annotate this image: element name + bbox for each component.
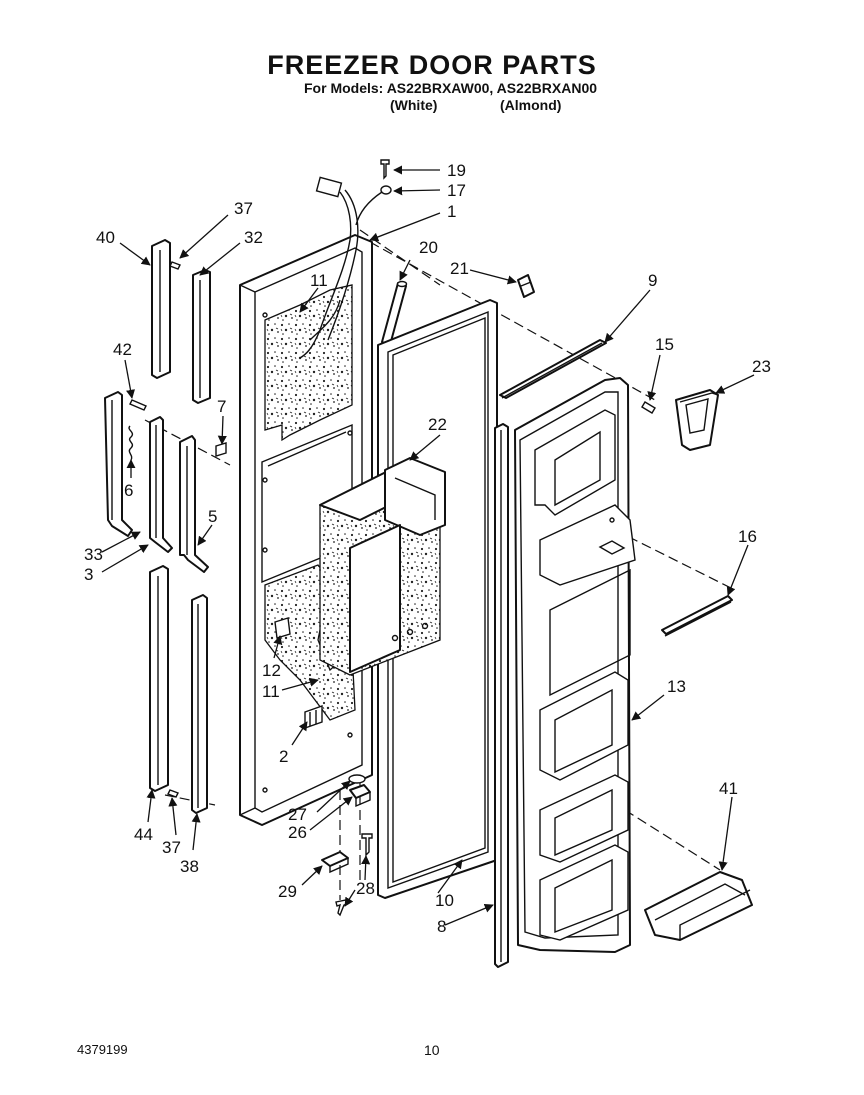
handle-trim-32 [192, 269, 211, 404]
handle-trim-44 [149, 565, 169, 792]
clip-7 [215, 442, 227, 457]
screw-37-lower [167, 789, 179, 798]
callout-3: 3 [84, 565, 93, 584]
callout-11-upper: 11 [310, 271, 328, 290]
callout-29: 29 [278, 882, 297, 901]
cap-21 [517, 274, 535, 298]
callout-1: 1 [447, 202, 456, 221]
callout-5: 5 [208, 507, 217, 526]
callout-23: 23 [752, 357, 771, 376]
handle-trim-38 [191, 594, 208, 814]
screw-42 [129, 399, 147, 411]
hinge-plate-29 [321, 851, 349, 874]
callout-44: 44 [134, 825, 153, 844]
callout-10: 10 [435, 891, 454, 910]
callout-leaders [101, 165, 755, 926]
handle-33 [104, 391, 133, 537]
screw-28-lower [335, 899, 348, 917]
ice-chute-23 [675, 389, 719, 451]
callout-7: 7 [217, 397, 226, 416]
models-line: For Models: AS22BRXAW00, AS22BRXAN00 [304, 80, 598, 96]
callout-19: 19 [447, 161, 466, 180]
callout-16: 16 [738, 527, 757, 546]
callout-9: 9 [648, 271, 657, 290]
liner-trim-8 [494, 423, 509, 968]
handle-trim-40 [151, 239, 171, 379]
callout-6: 6 [124, 481, 133, 500]
callout-38: 38 [180, 857, 199, 876]
dispenser-housing [319, 457, 446, 676]
document-number: 4379199 [77, 1042, 128, 1057]
callout-41: 41 [719, 779, 738, 798]
callout-40: 40 [96, 228, 115, 247]
callout-20: 20 [419, 238, 438, 257]
callout-26: 26 [288, 823, 307, 842]
screw-37-upper [169, 261, 181, 270]
pin-15 [641, 401, 656, 414]
page-title: FREEZER DOOR PARTS [267, 50, 597, 80]
variant-white-label: (White) [390, 97, 438, 113]
callout-33: 33 [84, 545, 103, 564]
trim-strip-9 [499, 339, 607, 399]
callout-21: 21 [450, 259, 469, 278]
shelf-bin-41 [644, 871, 753, 941]
trim-16 [661, 595, 733, 637]
bracket-3 [149, 416, 173, 553]
callout-labels: 19 17 37 1 40 32 20 21 11 9 42 15 23 7 2… [84, 161, 771, 936]
callout-22: 22 [428, 415, 447, 434]
wire-harness [299, 176, 383, 359]
spring-6 [128, 425, 134, 461]
callout-32: 32 [244, 228, 263, 247]
screw-19 [380, 159, 390, 180]
inner-door-liner [514, 377, 636, 953]
callout-28: 28 [356, 879, 375, 898]
tube-20 [381, 280, 408, 346]
hinge-bushing-26 [349, 784, 371, 808]
callout-8: 8 [437, 917, 446, 936]
callout-37-upper: 37 [234, 199, 253, 218]
callout-15: 15 [655, 335, 674, 354]
insulation-foam-upper [264, 284, 353, 442]
callout-12: 12 [262, 661, 281, 680]
screw-28 [361, 833, 373, 857]
callout-42: 42 [113, 340, 132, 359]
variant-almond-label: (Almond) [500, 97, 562, 113]
washer-27 [348, 774, 366, 784]
callout-37-lower: 37 [162, 838, 181, 857]
page-number: 10 [424, 1042, 440, 1058]
bracket-12 [274, 617, 291, 639]
callout-17: 17 [447, 181, 466, 200]
callout-11-lower: 11 [262, 682, 280, 701]
callout-13: 13 [667, 677, 686, 696]
bracket-5 [179, 435, 209, 573]
clip-17 [380, 185, 392, 195]
callout-27: 27 [288, 805, 307, 824]
callout-2: 2 [279, 747, 288, 766]
